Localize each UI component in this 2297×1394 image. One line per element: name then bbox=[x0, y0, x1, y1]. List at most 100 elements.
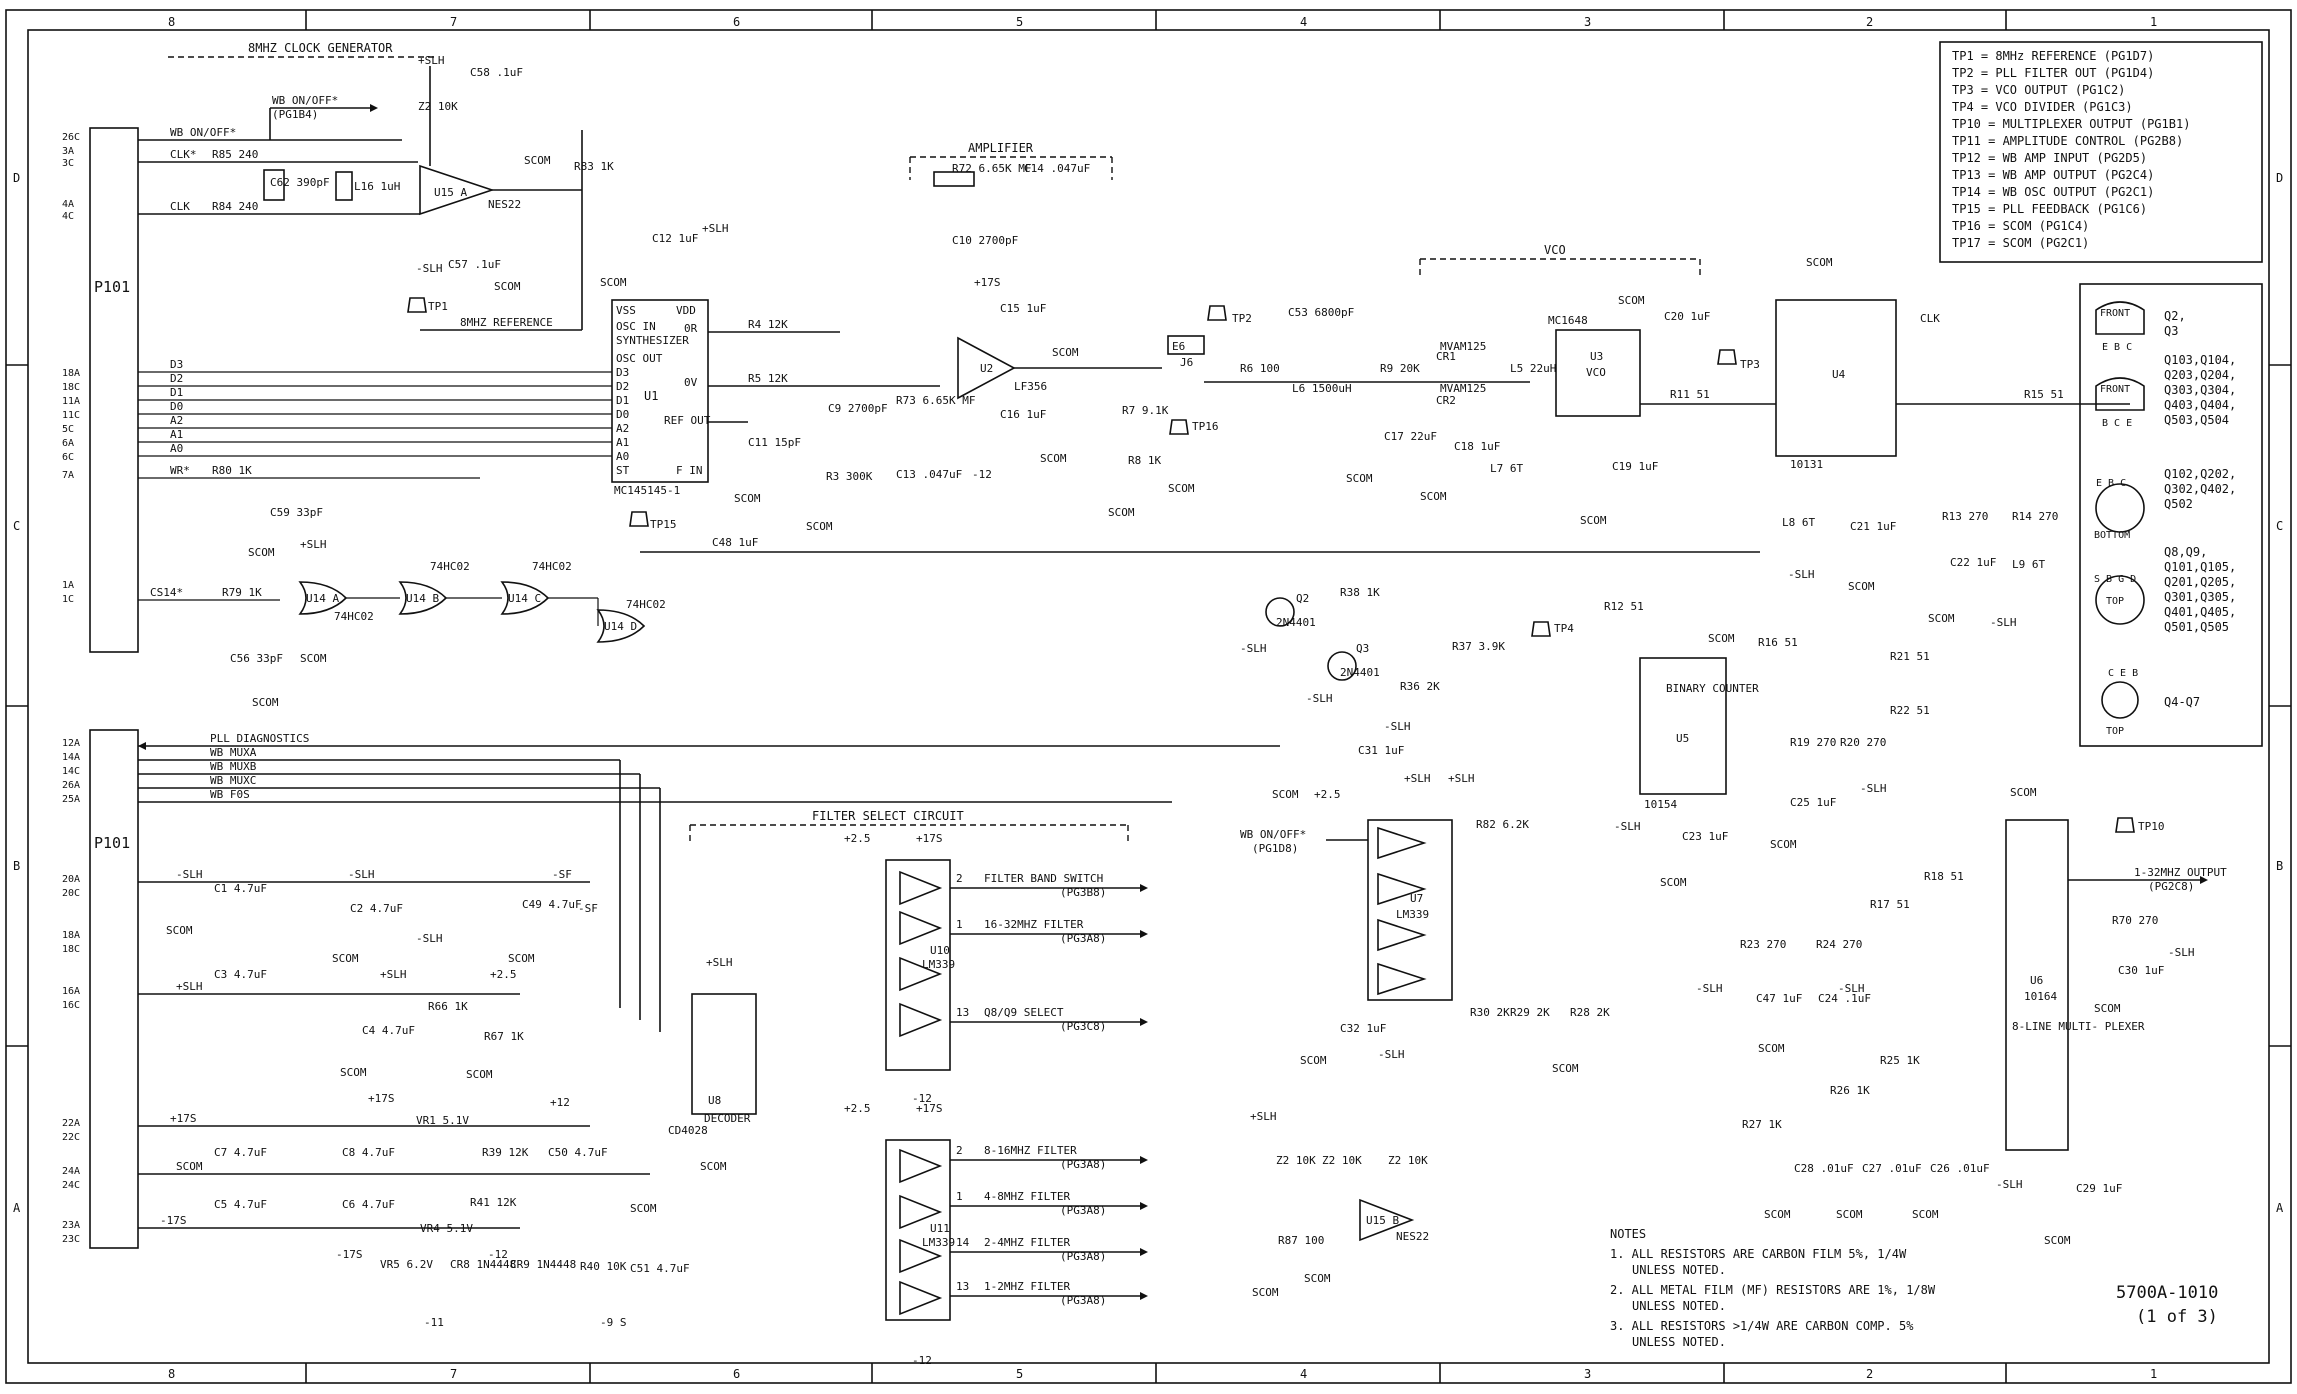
svg-text:SCOM: SCOM bbox=[252, 696, 279, 709]
svg-text:74HC02: 74HC02 bbox=[532, 560, 572, 573]
svg-text:R67 1K: R67 1K bbox=[484, 1030, 524, 1043]
svg-text:OSC IN: OSC IN bbox=[616, 320, 656, 333]
pinout-view-label: TOP bbox=[2106, 726, 2124, 737]
svg-text:SYNTHESIZER: SYNTHESIZER bbox=[616, 334, 689, 347]
u6-multiplexer: U6 10164 8-LINE MULTI- PLEXER SCOM R18 5… bbox=[1696, 786, 2227, 1247]
svg-text:R66 1K: R66 1K bbox=[428, 1000, 468, 1013]
svg-text:+SLH: +SLH bbox=[176, 980, 203, 993]
tp2-icon bbox=[1207, 305, 1227, 321]
u14-nor-gates: U14 A 74HC02 +SLH SCOM U14 B 74HC02 U14 … bbox=[298, 538, 666, 665]
svg-text:LM339: LM339 bbox=[1396, 908, 1429, 921]
svg-text:R4 12K: R4 12K bbox=[748, 318, 788, 331]
svg-text:C19 1uF: C19 1uF bbox=[1612, 460, 1658, 473]
svg-text:-SLH: -SLH bbox=[1696, 982, 1723, 995]
svg-text:WB MUXA: WB MUXA bbox=[210, 746, 257, 759]
zone-top-3: 3 bbox=[1584, 15, 1591, 29]
svg-text:WB MUXC: WB MUXC bbox=[210, 774, 256, 787]
svg-text:Z2 10K: Z2 10K bbox=[1322, 1154, 1362, 1167]
svg-text:(PG1D8): (PG1D8) bbox=[1252, 842, 1298, 855]
filter-output-label: 2-4MHZ FILTER bbox=[984, 1236, 1070, 1249]
zone-top-1: 1 bbox=[2150, 15, 2157, 29]
to92-front-icon-2 bbox=[2095, 377, 2145, 411]
svg-text:0V: 0V bbox=[684, 376, 698, 389]
svg-text:R82 6.2K: R82 6.2K bbox=[1476, 818, 1529, 831]
zone-top-8: 8 bbox=[168, 15, 175, 29]
svg-text:MC145145-1: MC145145-1 bbox=[614, 484, 680, 497]
svg-text:2. ALL METAL FILM (MF) RESISTO: 2. ALL METAL FILM (MF) RESISTORS ARE 1%,… bbox=[1610, 1283, 1936, 1297]
svg-text:D2: D2 bbox=[616, 380, 629, 393]
svg-text:3. ALL RESISTORS >1/4W ARE CAR: 3. ALL RESISTORS >1/4W ARE CARBON COMP. … bbox=[1610, 1319, 1914, 1333]
svg-text:R72 6.65K MF: R72 6.65K MF bbox=[952, 162, 1031, 175]
tp-legend-line: TP12 = WB AMP INPUT (PG2D5) bbox=[1952, 151, 2147, 165]
svg-text:18A: 18A bbox=[62, 930, 80, 941]
svg-text:SCOM: SCOM bbox=[248, 546, 275, 559]
drawing-number: 5700A-1010 bbox=[2116, 1283, 2218, 1303]
svg-text:D1: D1 bbox=[170, 386, 183, 399]
svg-text:10164: 10164 bbox=[2024, 990, 2057, 1003]
svg-text:4A: 4A bbox=[62, 199, 74, 210]
svg-text:SCOM: SCOM bbox=[600, 276, 627, 289]
q3-transistor bbox=[1327, 651, 1357, 681]
connector-p101-top: P101 26C 3A 3C 4A 4C 18A 18C 11A 11C 5C … bbox=[62, 127, 139, 653]
svg-text:7A: 7A bbox=[62, 470, 74, 481]
svg-text:+17S: +17S bbox=[170, 1112, 197, 1125]
svg-text:U14 C: U14 C bbox=[508, 592, 541, 605]
counter-section: Q2 2N4401 -SLH R38 1K Q3 2N4401 -SLH R36… bbox=[1240, 586, 1930, 889]
svg-text:SCOM: SCOM bbox=[1836, 1208, 1863, 1221]
svg-text:SCOM: SCOM bbox=[1758, 1042, 1785, 1055]
svg-text:+SLH: +SLH bbox=[706, 956, 733, 969]
svg-text:DECODER: DECODER bbox=[704, 1112, 751, 1125]
svg-text:C7 4.7uF: C7 4.7uF bbox=[214, 1146, 267, 1159]
svg-text:SCOM: SCOM bbox=[176, 1160, 203, 1173]
svg-text:R38 1K: R38 1K bbox=[1340, 586, 1380, 599]
pinout-view-label: BOTTOM bbox=[2094, 530, 2130, 541]
wb-bus-lines: PLL DIAGNOSTICS WB MUXA WB MUXB WB MUXC … bbox=[138, 732, 1280, 803]
svg-text:SCOM: SCOM bbox=[1052, 346, 1079, 359]
svg-text:R25 1K: R25 1K bbox=[1880, 1054, 1920, 1067]
svg-text:SCOM: SCOM bbox=[1252, 1286, 1279, 1299]
svg-text:11C: 11C bbox=[62, 410, 80, 421]
tp-legend-line: TP17 = SCOM (PG2C1) bbox=[1952, 236, 2089, 250]
pinout-parts-line: Q4-Q7 bbox=[2164, 695, 2200, 709]
svg-text:C24 .1uF: C24 .1uF bbox=[1818, 992, 1871, 1005]
svg-text:C23 1uF: C23 1uF bbox=[1682, 830, 1728, 843]
svg-text:-SF: -SF bbox=[552, 868, 572, 881]
svg-text:L5 22uH: L5 22uH bbox=[1510, 362, 1556, 375]
svg-text:SCOM: SCOM bbox=[1552, 1062, 1579, 1075]
tp-legend-line: TP1 = 8MHz REFERENCE (PG1D7) bbox=[1952, 49, 2154, 63]
svg-text:-SLH: -SLH bbox=[176, 868, 203, 881]
sot-top-icon bbox=[2101, 681, 2139, 719]
svg-text:CLK: CLK bbox=[1920, 312, 1940, 325]
svg-text:C17 22uF: C17 22uF bbox=[1384, 430, 1437, 443]
svg-text:C53 6800pF: C53 6800pF bbox=[1288, 306, 1354, 319]
svg-text:-SLH: -SLH bbox=[2168, 946, 2195, 959]
data-bus: D3 D2 D1 D0 A2 A1 A0 WR* R80 1K C59 33pF… bbox=[138, 358, 612, 709]
svg-text:R13 270: R13 270 bbox=[1942, 510, 1988, 523]
svg-text:-SLH: -SLH bbox=[348, 868, 375, 881]
sheet-number: (1 of 3) bbox=[2136, 1307, 2218, 1327]
svg-text:R24 270: R24 270 bbox=[1816, 938, 1862, 951]
row-left-C: C bbox=[13, 519, 20, 533]
svg-text:C8 4.7uF: C8 4.7uF bbox=[342, 1146, 395, 1159]
svg-text:SCOM: SCOM bbox=[1580, 514, 1607, 527]
amplifier: R72 6.65K MF C14 .047uF C10 2700pF U2 LF… bbox=[806, 162, 1252, 533]
svg-text:74HC02: 74HC02 bbox=[430, 560, 470, 573]
svg-text:24C: 24C bbox=[62, 1180, 80, 1191]
tp3-icon bbox=[1717, 349, 1737, 365]
svg-text:SCOM: SCOM bbox=[1040, 452, 1067, 465]
svg-text:C59 33pF: C59 33pF bbox=[270, 506, 323, 519]
filter-output-ref: (PG3A8) bbox=[1060, 1250, 1106, 1263]
filter-output-label: 4-8MHZ FILTER bbox=[984, 1190, 1070, 1203]
svg-text:74HC02: 74HC02 bbox=[626, 598, 666, 611]
svg-text:C50 4.7uF: C50 4.7uF bbox=[548, 1146, 608, 1159]
svg-text:-SLH: -SLH bbox=[1306, 692, 1333, 705]
testpoint-legend bbox=[1939, 41, 2263, 263]
row-left-A: A bbox=[13, 1201, 21, 1215]
svg-text:-SLH: -SLH bbox=[1378, 1048, 1405, 1061]
svg-text:SCOM: SCOM bbox=[466, 1068, 493, 1081]
svg-text:SCOM: SCOM bbox=[1168, 482, 1195, 495]
svg-text:C10 2700pF: C10 2700pF bbox=[952, 234, 1018, 247]
svg-text:R18 51: R18 51 bbox=[1924, 870, 1964, 883]
svg-text:1A: 1A bbox=[62, 580, 74, 591]
